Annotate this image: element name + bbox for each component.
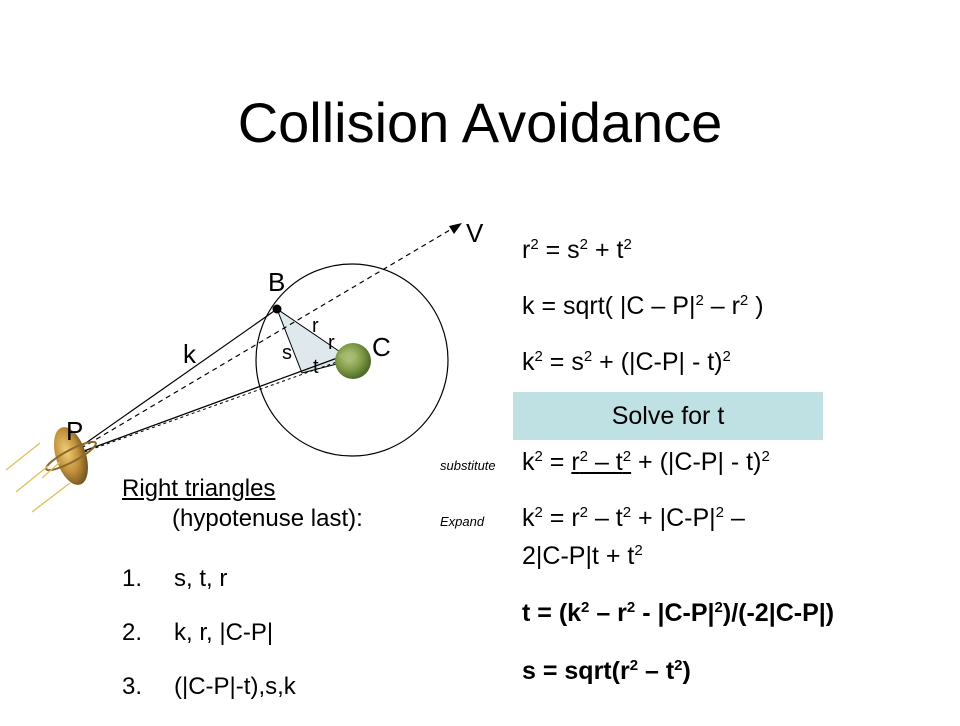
right-triangles-heading: Right triangles (hypotenuse last): [122,474,363,534]
line-k [72,308,278,453]
label-r-lower: r [328,332,335,354]
line-p-to-tangent [72,356,341,456]
label-k: k [183,339,196,369]
label-v: V [466,218,484,248]
label-c: C [372,332,391,362]
equation-5: k2 = r2 – t2 + |C-P|2 – [522,504,745,532]
planet-c-icon [335,343,371,379]
velocity-arrowhead [449,223,462,234]
planet-p-icon [5,427,97,513]
equation-6-solution-t: t = (k2 – r2 - |C-P|2)/(-2|C-P|) [522,599,835,627]
equation-2: k = sqrt( |C – P|2 – r2 ) [522,292,764,320]
avoidance-circle [255,263,449,457]
list-item: 1.s, t, r [122,565,228,592]
triangle-s-t-r [275,307,354,374]
label-p: P [66,416,84,446]
list-item: 2.k, r, |C-P| [122,619,274,646]
label-r-upper: r [312,315,319,337]
line-v-velocity [72,223,461,454]
equation-5-line-2: 2|C-P|t + t2 [522,542,643,570]
label-t: t [313,356,319,378]
slide-title: Collision Avoidance [237,91,723,154]
note-substitute: substitute [440,458,496,473]
note-expand: Expand [440,514,485,529]
right-triangles-subtitle: (hypotenuse last): [172,505,363,532]
point-b [272,304,282,314]
list-item: 3.(|C-P|-t),s,k [122,673,296,700]
solve-for-t-banner: Solve for t [513,392,823,440]
equation-1: r2 = s2 + t2 [522,236,632,264]
right-triangles-list: 1.s, t, r 2.k, r, |C-P| 3.(|C-P|-t),s,k [122,564,296,726]
right-triangles-title: Right triangles [122,475,276,502]
equation-3: k2 = s2 + (|C-P| - t)2 [522,348,731,376]
label-b: B [268,267,286,297]
equation-7-solution-s: s = sqrt(r2 – t2) [522,657,691,685]
equation-4: k2 = r2 – t2 + (|C-P| - t)2 [522,448,770,476]
line-p-to-c [72,357,349,457]
label-s: s [282,342,292,364]
